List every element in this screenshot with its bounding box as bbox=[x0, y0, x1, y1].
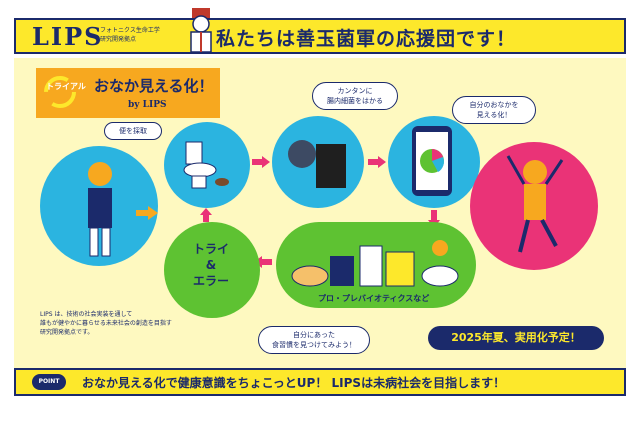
trial-error-circle bbox=[164, 222, 260, 318]
toilet-icon bbox=[183, 141, 229, 189]
smartphone-pie-icon bbox=[412, 126, 452, 196]
headline: 私たちは善玉菌軍の応援団です！ bbox=[216, 28, 517, 50]
point-badge: POINT bbox=[32, 374, 66, 390]
lab-name-line2: 研究開発拠点 bbox=[100, 36, 137, 43]
jumping-person-icon bbox=[506, 155, 564, 253]
cycle-arrows-icon bbox=[44, 76, 76, 108]
launch-badge: 2025年夏、実用化予定！ bbox=[428, 326, 604, 350]
lab-name-line1: フォトニクス生命工学 bbox=[100, 27, 160, 34]
arrow-up-icon bbox=[200, 208, 212, 222]
trial-error-label: トライ & エラー bbox=[192, 242, 229, 288]
measuring-device-icon bbox=[288, 140, 346, 188]
visualize-bubble: 自分のおなかを 見える化！ bbox=[452, 96, 536, 124]
arrow-right-icon bbox=[136, 206, 158, 220]
byline: by LIPS bbox=[128, 100, 167, 110]
person-illustration-icon bbox=[88, 162, 112, 257]
food-caption: プロ・プレバイオティクスなど bbox=[318, 294, 430, 303]
researcher-mascot-icon bbox=[190, 8, 212, 53]
arrow-right-icon bbox=[252, 156, 270, 168]
collect-bubble: 便を採取 bbox=[104, 122, 162, 140]
bottom-band bbox=[14, 368, 626, 396]
trial-title: おなか見える化！ bbox=[94, 77, 214, 95]
trial-banner bbox=[36, 68, 220, 118]
lips-logo: LIPS bbox=[32, 22, 104, 51]
food-items-icon bbox=[291, 240, 459, 287]
header-band bbox=[14, 18, 626, 54]
arrow-right-icon bbox=[368, 156, 386, 168]
measure-bubble: カンタンに 腸内細菌をはかる bbox=[312, 82, 398, 110]
trial-tag: トライアル bbox=[46, 82, 86, 91]
lab-name: フォトニクス生命工学 研究開発拠点 bbox=[100, 26, 160, 44]
lips-note: LIPS は、技術の社会実装を通して 誰もが健やかに暮らせる未来社会の創造を目指… bbox=[40, 311, 172, 336]
habit-bubble: 自分にあった 食習慣を見つけてみよう！ bbox=[258, 326, 370, 354]
bottom-message: おなか見える化で健康意識をちょこっとUP！ LIPSは未病社会を目指します！ bbox=[82, 376, 506, 390]
